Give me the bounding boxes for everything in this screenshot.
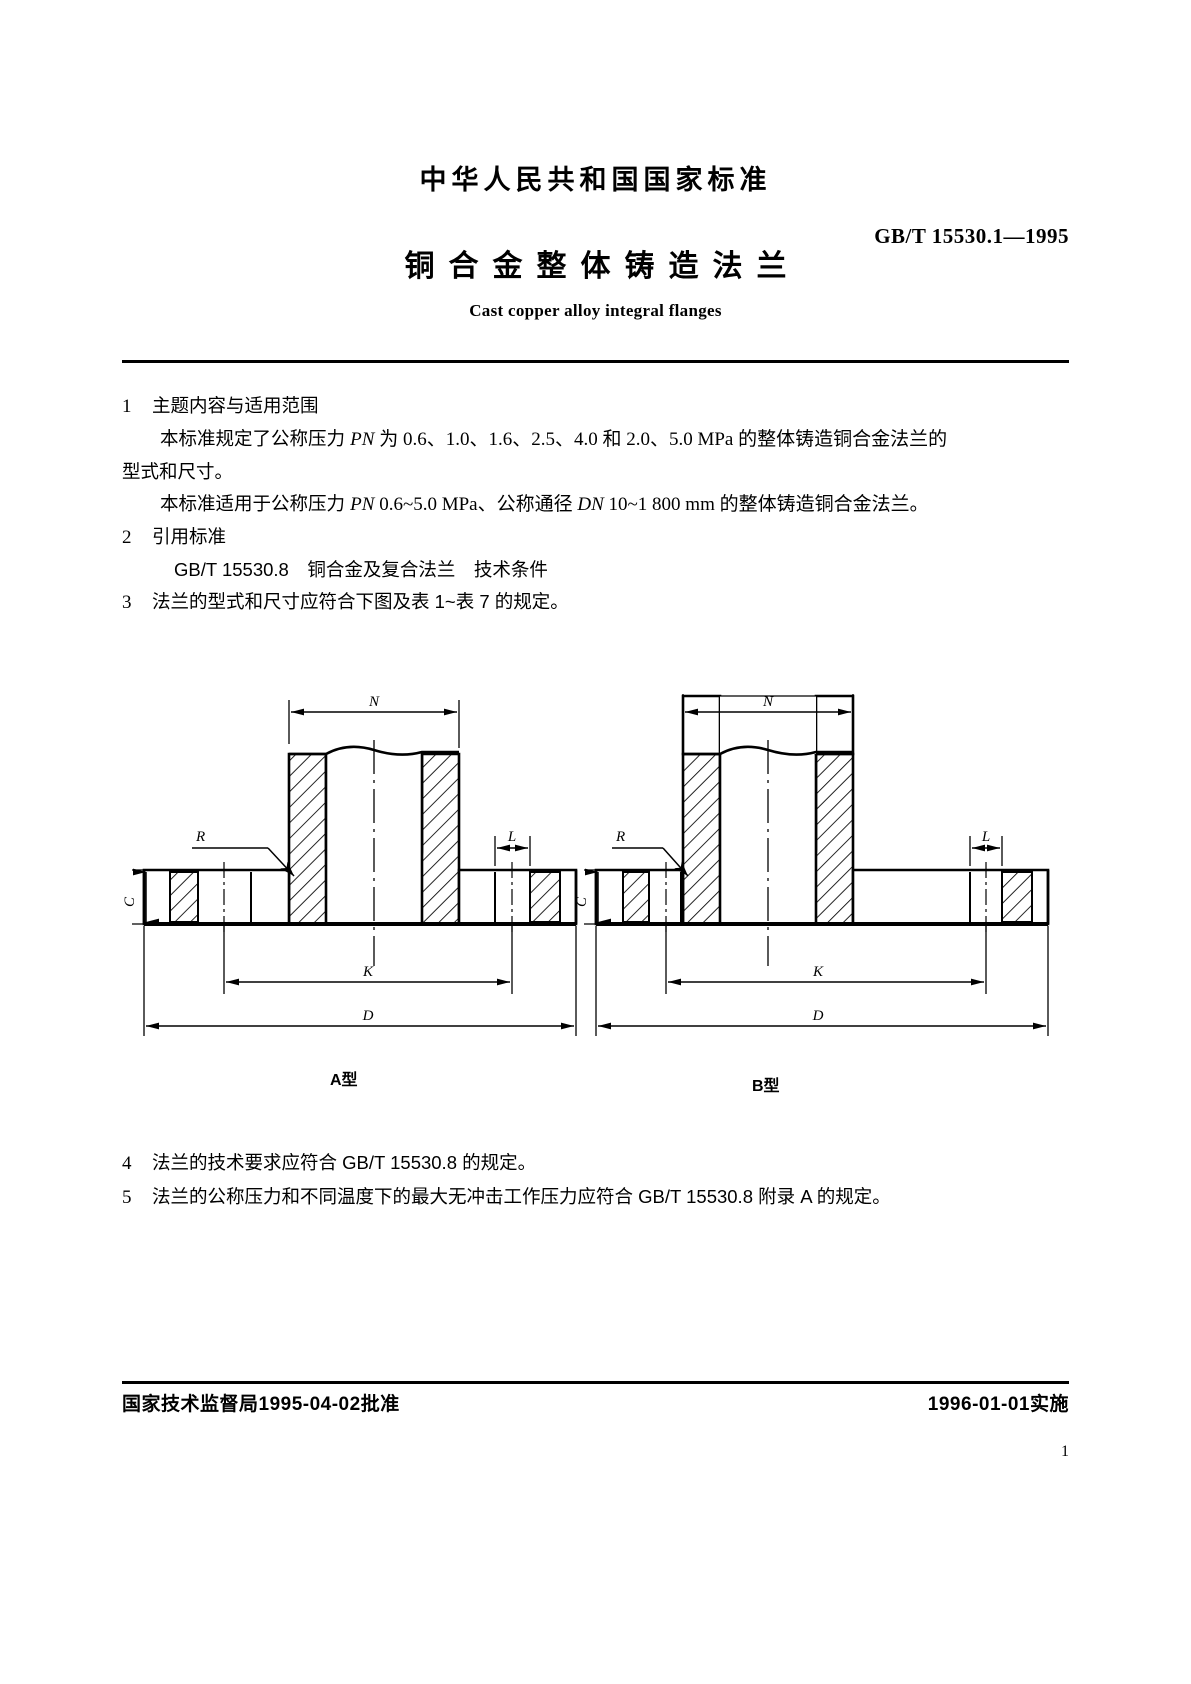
clause-1-paragraph-1-cont: 型式和尺寸。 [122,456,1073,488]
flange-drawing-svg: N L R C K [122,694,1050,1036]
dimension-label-l-a: L [507,829,516,845]
clause-3-number: 3 [122,592,132,613]
symbol-pn-2: PN [350,494,375,515]
clause-4: 4 法兰的技术要求应符合 GB/T 15530.8 的规定。 [122,1146,1073,1180]
footer-divider-rule [122,1381,1069,1384]
document-title-chinese: 铜合金整体铸造法兰 [404,250,801,283]
clause-1-heading: 1 主题内容与适用范围 [122,390,1073,423]
clause-2-number: 2 [122,527,132,548]
dimension-label-k-a: K [362,964,374,980]
clause-5-number: 5 [122,1187,132,1208]
approval-statement: 国家技术监督局1995-04-02批准 [122,1394,400,1415]
document-notes: 4 法兰的技术要求应符合 GB/T 15530.8 的规定。 5 法兰的公称压力和不… [122,1146,1073,1214]
dimension-label-c-a: C [122,896,138,907]
flange-type-b-drawing: N L R C K [574,694,1050,1036]
clause-4-text: 法兰的技术要求应符合 GB/T 15530.8 的规定。 [152,1152,537,1173]
figure-caption-type-a: A型 [330,1072,358,1089]
clause-1-p2-part-b: 0.6~5.0 MPa、公称通径 [374,494,578,515]
clause-1-paragraph-2: 本标准适用于公称压力 PN 0.6~5.0 MPa、公称通径 DN 10~1 8… [122,488,1073,521]
page-number: 1 [1061,1443,1069,1460]
clause-5: 5 法兰的公称压力和不同温度下的最大无冲击工作压力应符合 GB/T 15530.8… [122,1180,1073,1214]
clause-1-paragraph-1: 本标准规定了公称压力 PN 为 0.6、1.0、1.6、2.5、4.0 和 2.… [122,423,1073,456]
clause-1-p2-part-c: 10~1 800 mm 的整体铸造铜合金法兰。 [603,494,929,515]
national-standard-heading: 中华人民共和国国家标准 [419,165,772,195]
document-title-english: Cast copper alloy integral flanges [469,301,722,320]
figure-caption-type-b: B型 [752,1078,780,1095]
symbol-pn-1: PN [350,429,375,450]
clause-2-title: 引用标准 [152,526,227,547]
effective-date-statement: 1996-01-01实施 [927,1394,1069,1415]
dimension-label-r-a: R [195,829,205,845]
symbol-dn: DN [577,494,604,515]
clause-4-number: 4 [122,1153,132,1174]
header-divider-rule [122,360,1069,363]
clause-1-title: 主题内容与适用范围 [152,395,319,416]
flange-cross-section-figure: N L R C K [118,636,1073,1136]
dimension-label-d-b: D [812,1008,824,1024]
document-body: 1 主题内容与适用范围 本标准规定了公称压力 PN 为 0.6、1.0、1.6、2… [122,390,1073,619]
clause-1-number: 1 [122,396,132,417]
flange-type-a-drawing: N L R C K [122,694,578,1036]
clause-5-text: 法兰的公称压力和不同温度下的最大无冲击工作压力应符合 GB/T 15530.8 … [152,1186,891,1207]
dimension-label-n-a: N [368,694,380,710]
dimension-label-d-a: D [362,1008,374,1024]
dimension-label-l-b: L [981,829,990,845]
clause-3-heading: 3 法兰的型式和尺寸应符合下图及表 1~表 7 的规定。 [122,586,1073,619]
clause-1-p1-part-b: 为 0.6、1.0、1.6、2.5、4.0 和 2.0、5.0 MPa 的整体铸… [374,429,948,450]
clause-1-p1-part-a: 本标准规定了公称压力 [160,428,351,449]
clause-1-p2-part-a: 本标准适用于公称压力 [160,493,351,514]
dimension-label-k-b: K [812,964,824,980]
dimension-label-c-b: C [574,896,590,907]
clause-2-heading: 2 引用标准 [122,521,1073,554]
clause-2-reference: GB/T 15530.8 铜合金及复合法兰 技术条件 [174,559,548,580]
dimension-label-n-b: N [762,694,774,710]
clause-3-text: 法兰的型式和尺寸应符合下图及表 1~表 7 的规定。 [152,591,569,612]
standard-number: GB/T 15530.1—1995 [874,224,1069,248]
dimension-label-r-b: R [615,829,625,845]
clause-1-p1-part-c: 型式和尺寸。 [122,461,234,482]
